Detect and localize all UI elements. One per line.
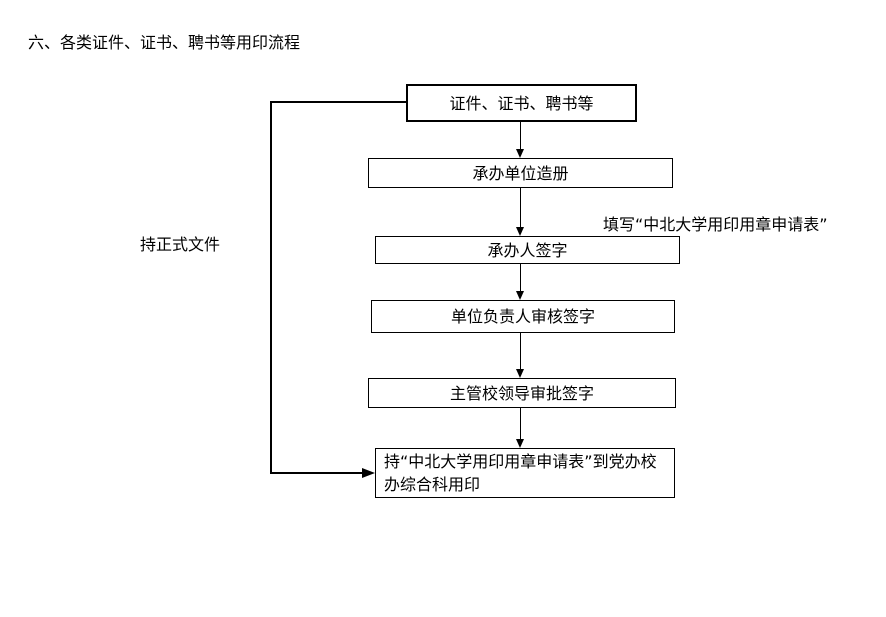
down-arrow-5-head-icon — [516, 439, 524, 448]
flow-node-stamp-office: 持“中北大学用印用章申请表”到党办校办综合科用印 — [375, 448, 675, 498]
form-note-label: 填写“中北大学用印用章申请表” — [603, 215, 828, 234]
flow-node-documents-label: 证件、证书、聘书等 — [449, 93, 594, 113]
flow-node-stamp-office-label: 持“中北大学用印用章申请表”到党办校办综合科用印 — [384, 452, 657, 494]
down-arrow-3-line — [520, 264, 521, 292]
down-arrow-1-head-icon — [516, 149, 524, 158]
flow-node-unit-leader-sign-label: 单位负责人审核签字 — [450, 307, 595, 326]
down-arrow-2 — [516, 188, 525, 236]
down-arrow-1-line — [520, 122, 521, 150]
down-arrow-5-line — [520, 408, 521, 440]
bypass-connector-top-segment — [270, 101, 406, 103]
flow-node-unit-leader-sign: 单位负责人审核签字 — [371, 300, 675, 333]
down-arrow-4-line — [520, 333, 521, 370]
down-arrow-5 — [516, 408, 525, 448]
flow-node-unit-register-label: 承办单位造册 — [472, 163, 569, 183]
page-title: 六、各类证件、证书、聘书等用印流程 — [28, 33, 301, 52]
down-arrow-2-head-icon — [516, 227, 524, 236]
bypass-connector-arrowhead-icon — [362, 468, 375, 478]
bypass-connector-vertical-segment — [270, 101, 272, 473]
down-arrow-3-head-icon — [516, 291, 524, 300]
flow-node-documents: 证件、证书、聘书等 — [406, 84, 637, 122]
flow-node-unit-register: 承办单位造册 — [368, 158, 673, 188]
down-arrow-3 — [516, 264, 525, 300]
flow-node-school-leader-sign-label: 主管校领导审批签字 — [449, 383, 594, 403]
flow-node-handler-sign: 承办人签字 — [375, 236, 680, 264]
down-arrow-2-line — [520, 188, 521, 228]
flow-node-handler-sign-label: 承办人签字 — [487, 240, 568, 260]
down-arrow-4 — [516, 333, 525, 378]
side-note-label: 持正式文件 — [140, 235, 221, 254]
bypass-connector-bottom-segment — [270, 472, 362, 474]
flow-node-school-leader-sign: 主管校领导审批签字 — [368, 378, 676, 408]
down-arrow-4-head-icon — [516, 369, 524, 378]
down-arrow-1 — [516, 122, 525, 158]
